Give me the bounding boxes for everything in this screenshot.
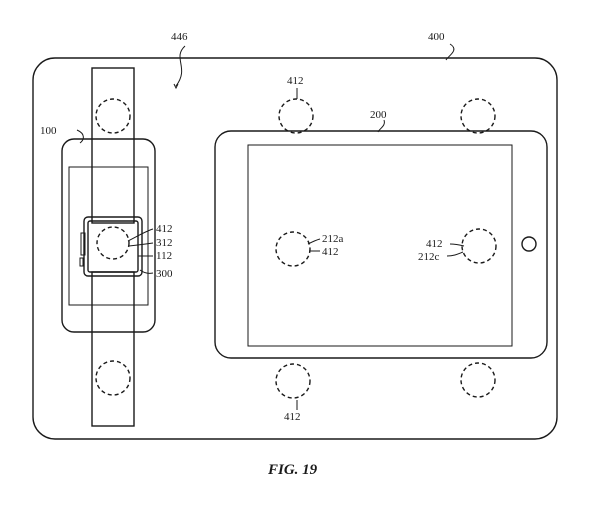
coil [275,363,311,399]
watch-band [91,67,135,427]
charging-coils [95,98,497,399]
label-212a: 212a [322,233,344,245]
coil [460,98,496,134]
figure-caption: FIG. 19 [267,462,318,478]
tablet-device [214,130,548,359]
label-412-tablet-left: 412 [322,246,339,258]
label-200: 200 [370,109,387,121]
coil [95,98,131,134]
phone-device [61,138,156,333]
label-312: 312 [156,237,173,249]
label-412-top: 412 [287,75,304,87]
label-300: 300 [156,268,173,280]
charging-mat [32,57,558,440]
label-112: 112 [156,250,172,262]
label-446: 446 [171,31,188,43]
watch-body [79,216,143,277]
coil [275,231,311,267]
coil [461,228,497,264]
coil [96,226,130,260]
label-412-bottom: 412 [284,411,301,423]
coil [460,362,496,398]
label-212c: 212c [418,251,440,263]
label-400: 400 [428,31,445,43]
coil [278,98,314,134]
label-412-watch: 412 [156,223,173,235]
leader-lines [76,43,465,410]
reference-labels: 446 400 100 200 412 412 312 112 300 212a… [40,31,445,423]
label-100: 100 [40,125,57,137]
home-button [521,236,537,252]
label-412-tablet-right: 412 [426,238,443,250]
coil [95,360,131,396]
